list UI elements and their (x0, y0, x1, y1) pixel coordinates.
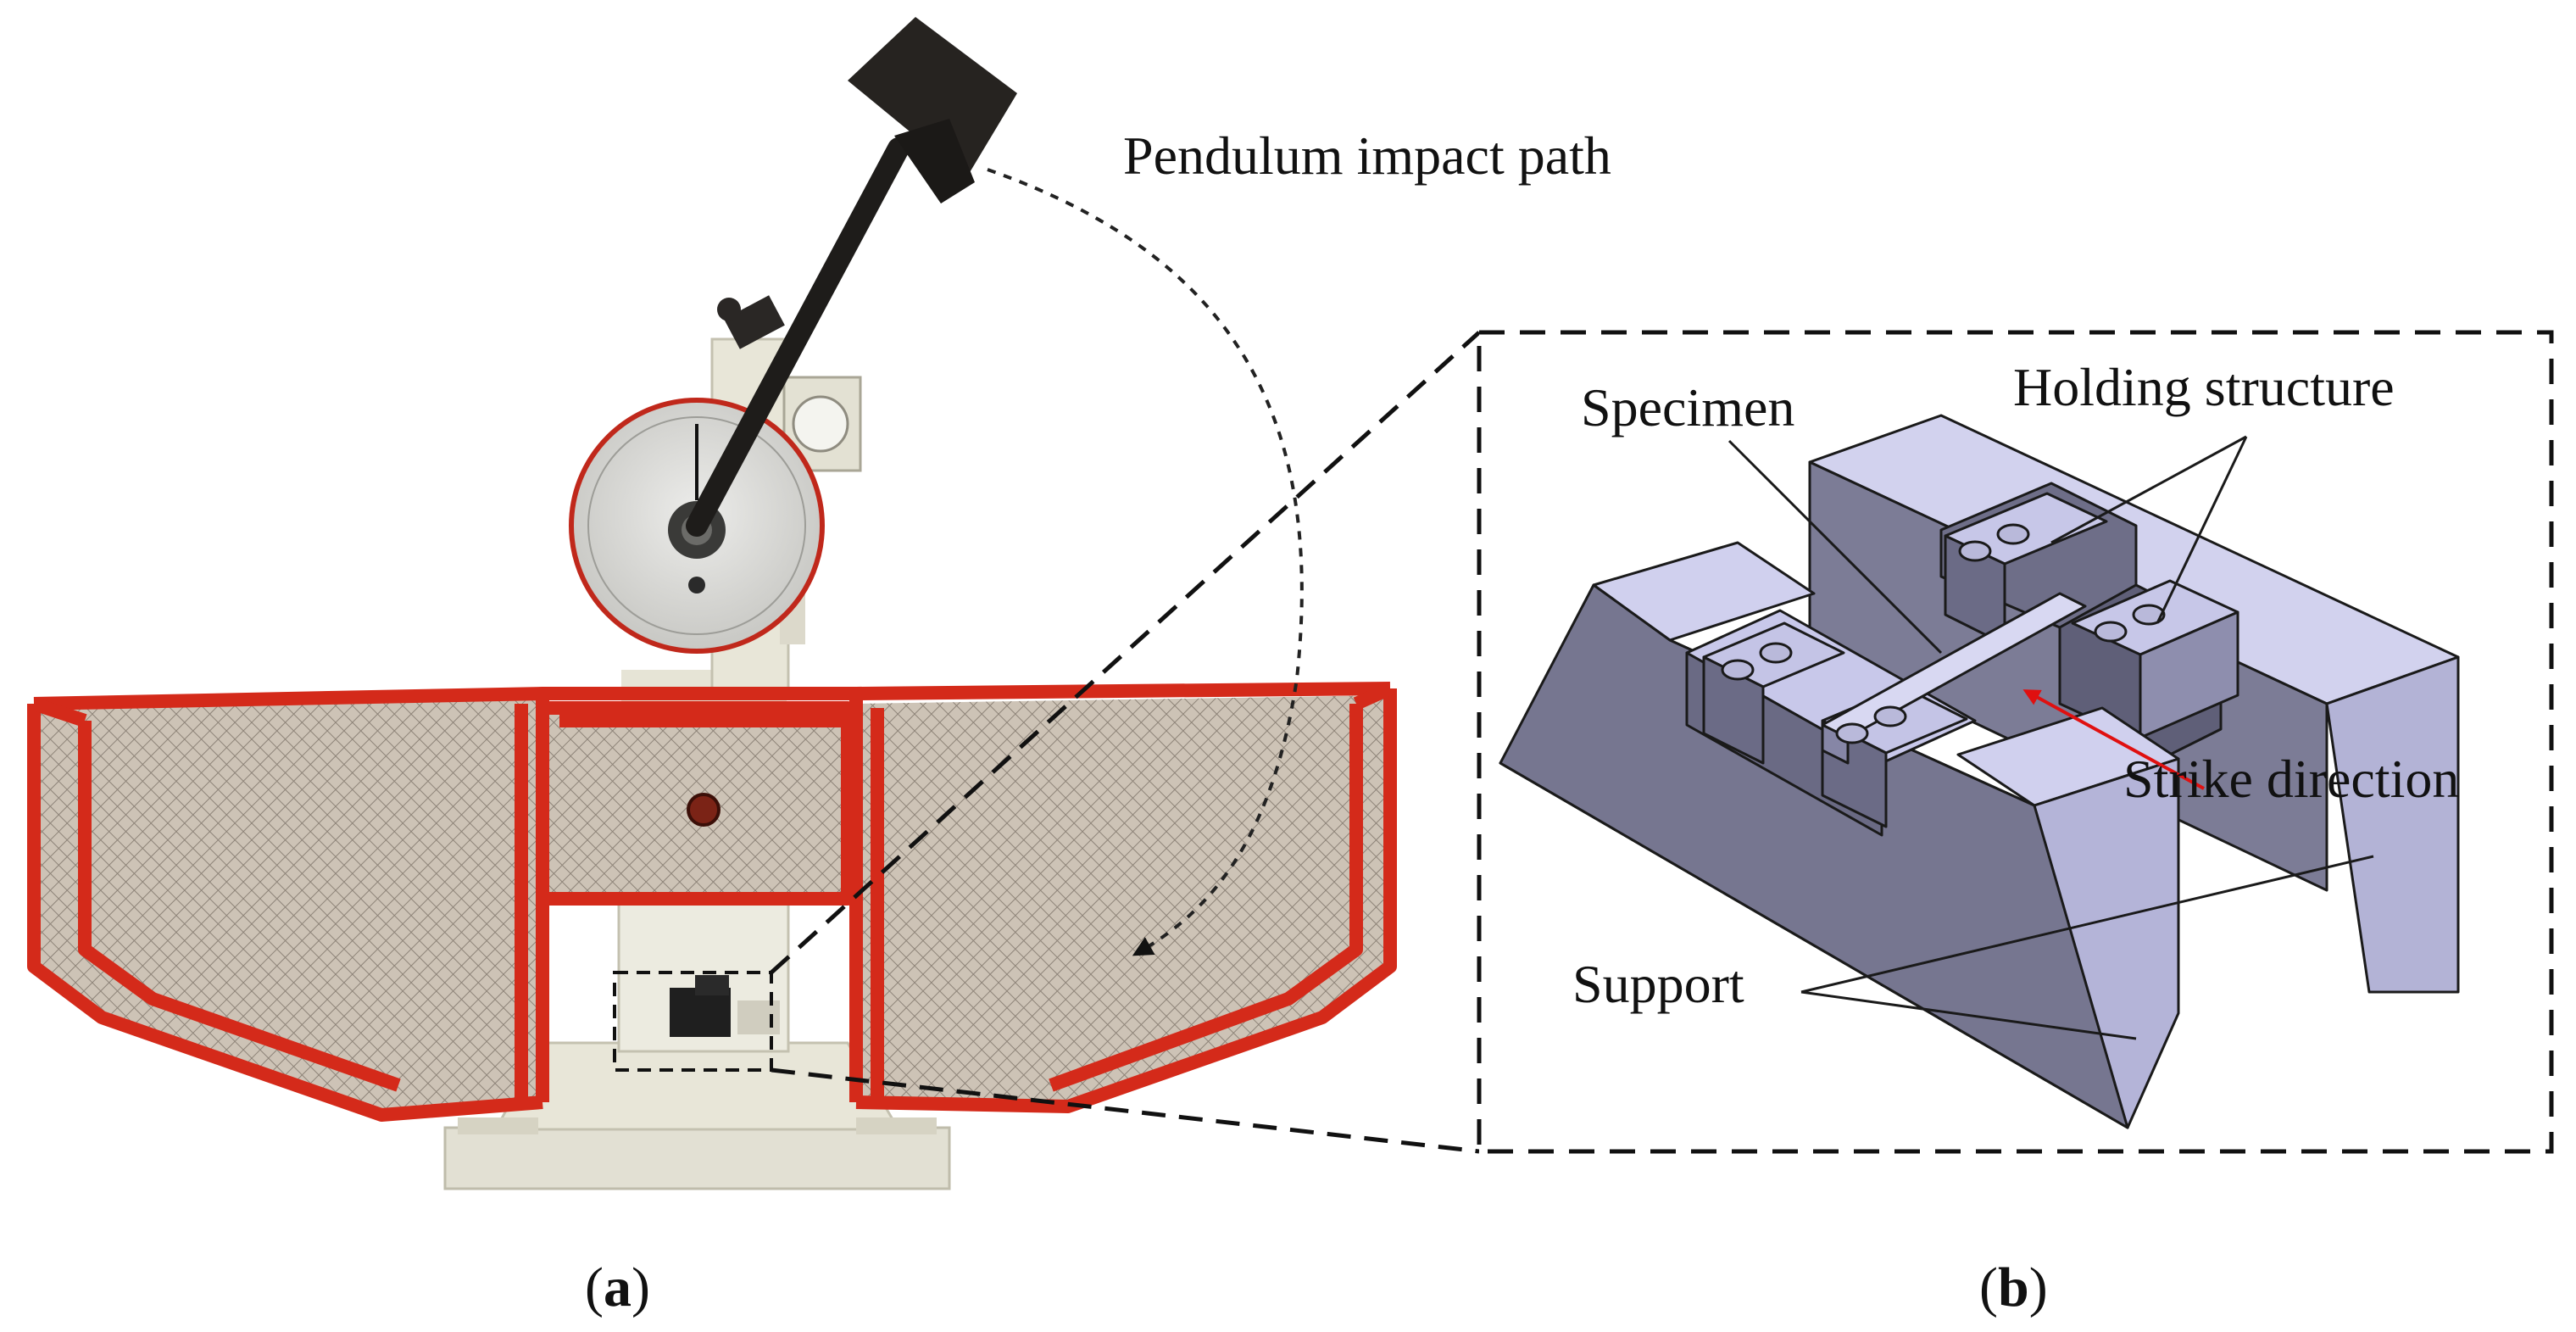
bolt-holes (1721, 523, 2166, 744)
caption-a-open: ( (585, 1257, 604, 1318)
machine-base (443, 1041, 951, 1190)
caption-b-letter: b (1998, 1257, 2029, 1318)
zoom-region-box (613, 971, 773, 1072)
pendulum-impact-path (987, 168, 1304, 956)
caption-a-close: ) (631, 1257, 650, 1318)
label-pendulum-impact-path: Pendulum impact path (1123, 125, 1611, 186)
caption-b: (b) (1979, 1257, 2048, 1318)
strike-direction-arrow (2022, 689, 2205, 790)
caption-b-close: ) (2029, 1257, 2048, 1318)
panel-b-detail (1477, 330, 2554, 1154)
label-strike-direction: Strike direction (2123, 749, 2459, 809)
leader-lines (1728, 435, 2374, 1040)
label-holding-structure: Holding structure (2013, 357, 2395, 417)
caption-b-open: ( (1979, 1257, 1998, 1318)
panel-a-machine (27, 17, 1397, 1190)
caption-a: (a) (585, 1257, 650, 1318)
zoom-connectors (770, 331, 1481, 1154)
pendulum (686, 17, 1017, 537)
label-support: Support (1572, 954, 1744, 1014)
label-specimen: Specimen (1581, 377, 1794, 437)
safety-guard (27, 682, 1397, 1122)
caption-a-letter: a (604, 1257, 631, 1318)
